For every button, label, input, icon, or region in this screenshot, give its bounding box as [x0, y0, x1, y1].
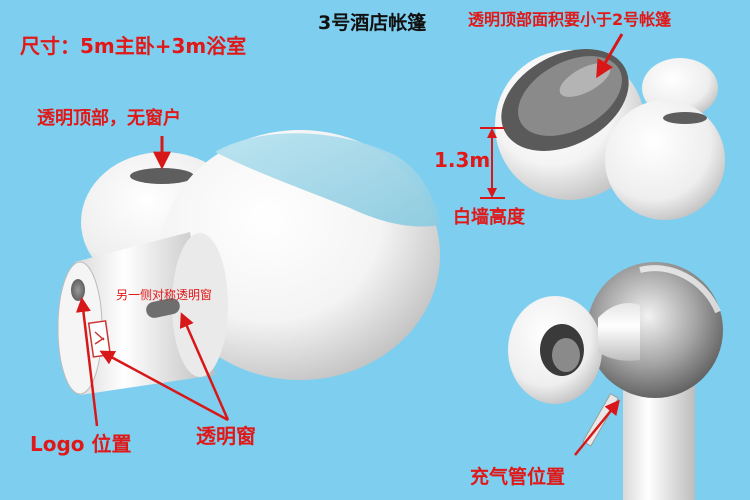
left-annotation-arrows — [75, 136, 230, 427]
top-view-illustration — [495, 49, 725, 220]
tunnel-far-end — [172, 233, 228, 377]
logo-placard — [87, 320, 112, 358]
back-view-big-dome — [587, 262, 723, 398]
bathroom-top-opening — [130, 168, 194, 184]
label-other-side-window: 另一侧对称透明窗 — [116, 288, 213, 302]
back-view-opening-inner — [552, 338, 580, 372]
label-white-wall-height: 白墙高度 — [453, 207, 525, 228]
size-label: 尺寸：5m主卧+3m浴室 — [20, 34, 247, 58]
label-top-area-note: 透明顶部面积要小于2号帐篷 — [468, 10, 672, 29]
top-view-small-dome — [605, 100, 725, 220]
diagram-title: 3号酒店帐篷 — [318, 12, 427, 34]
top-view-annotations — [480, 33, 624, 199]
bedroom-transparent-top — [215, 133, 440, 227]
main-tent-illustration — [57, 130, 440, 395]
top-view-small-opening — [663, 112, 707, 124]
logo-marker — [71, 279, 85, 301]
back-view-connector — [598, 303, 640, 361]
side-transparent-window — [146, 298, 180, 318]
label-logo-position: Logo 位置 — [30, 432, 132, 456]
label-transparent-top: 透明顶部，无窗户 — [37, 108, 181, 129]
label-height-value: 1.3m — [434, 148, 491, 172]
label-transparent-window: 透明窗 — [196, 424, 256, 448]
back-view-annotations — [574, 399, 620, 456]
label-air-pipe-position: 充气管位置 — [470, 466, 566, 488]
